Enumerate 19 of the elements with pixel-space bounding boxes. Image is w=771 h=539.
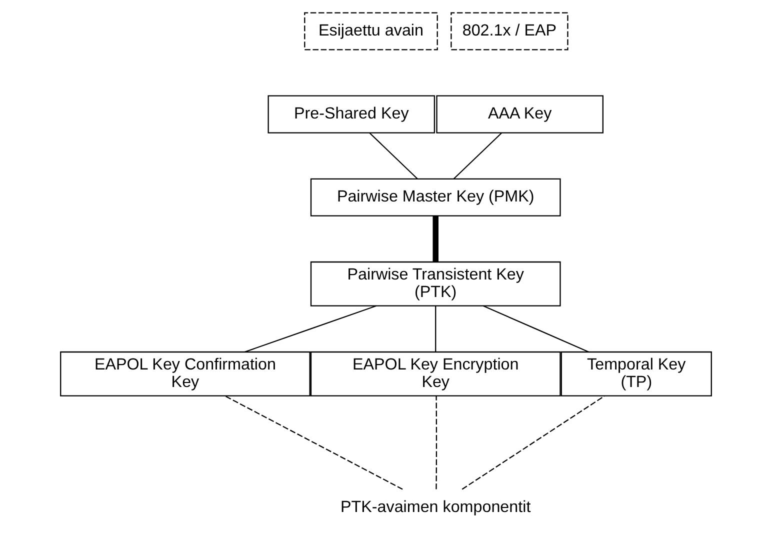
node-box: Pairwise Transistent Key (PTK)	[310, 261, 560, 306]
connector	[368, 132, 418, 180]
node-text: PTK-avaimen komponentit	[340, 498, 530, 516]
connector	[482, 305, 589, 353]
node-box: EAPOL Key Encryption Key	[310, 351, 560, 396]
node-box: AAA Key	[436, 95, 603, 134]
node-box: EAPOL Key Confirmation Key	[60, 351, 310, 396]
connector	[434, 306, 436, 352]
connector	[432, 216, 438, 262]
connector	[452, 132, 502, 180]
node-box: Pairwise Master Key (PMK)	[310, 178, 560, 216]
connector	[244, 305, 376, 353]
node-box: Pre-Shared Key	[267, 95, 435, 134]
node-box: 802.1x / EAP	[450, 12, 568, 50]
node-box: Esijaettu avain	[304, 12, 438, 50]
connector	[224, 395, 402, 490]
node-box: Temporal Key (TP)	[560, 351, 712, 396]
connector	[461, 395, 604, 490]
connector	[435, 396, 437, 490]
